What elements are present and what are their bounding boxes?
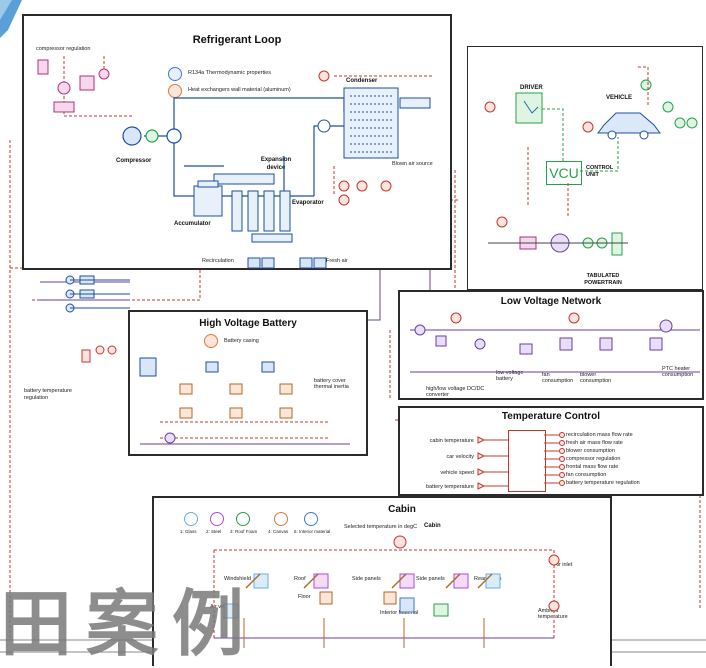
watermark-text: 田案例: [0, 588, 258, 660]
hv-battery-schematic: [130, 312, 370, 458]
temperature-control-panel: Temperature Control cabin temperature ca…: [398, 406, 704, 496]
low-voltage-schematic: [400, 292, 706, 402]
battery-temperature-regulation-label: battery temperature regulation: [24, 388, 84, 402]
low-voltage-panel: Low Voltage Network low voltage battery …: [398, 290, 704, 400]
vehicle-schematic: [468, 47, 704, 291]
temperature-control-wires: [400, 408, 706, 498]
refrigerant-loop-schematic: [24, 16, 454, 272]
left-controls: [20, 260, 140, 400]
hv-battery-panel: High Voltage Battery Battery casing batt…: [128, 310, 368, 456]
vehicle-panel: DRIVER VEHICLE VCU CONTROL UNIT TABULATE…: [467, 46, 703, 290]
refrigerant-loop-panel: Refrigerant Loop compressor regulation R…: [22, 14, 452, 270]
